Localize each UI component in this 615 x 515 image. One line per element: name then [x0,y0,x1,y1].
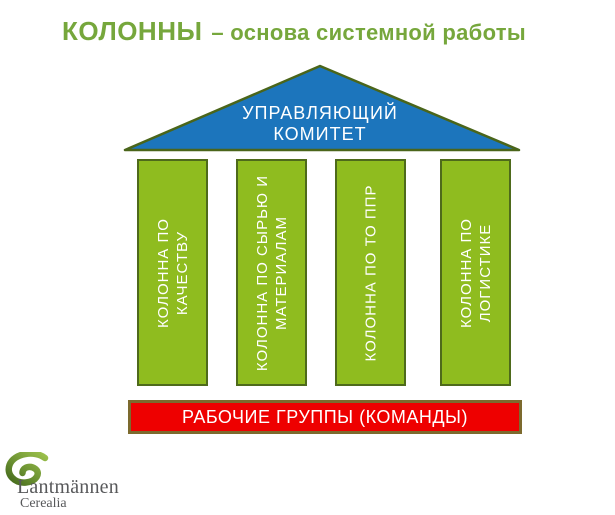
page-title: КОЛОННЫ – основа системной работы [62,14,526,48]
logo-subname: Cerealia [20,496,67,511]
column-logistics-label: КОЛОННА ПО ЛОГИСТИКЕ [457,162,495,384]
roof-label: УПРАВЛЯЮЩИЙ КОМИТЕТ [220,103,420,145]
lantmannen-swirl-icon [5,452,49,486]
column-quality-label: КОЛОННА ПО КАЧЕСТВУ [154,162,192,384]
column-to-ppr: КОЛОННА ПО ТО ППР [335,159,406,386]
page-title-rest: – основа системной работы [211,20,526,45]
column-quality-line1: КОЛОННА ПО [154,217,172,328]
logo: Lantmännen Cerealia [3,450,143,512]
roof-label-line2: КОМИТЕТ [273,124,367,144]
workgroups-bar-label: РАБОЧИЕ ГРУППЫ (КОМАНДЫ) [182,406,468,427]
column-logistics-line1: КОЛОННА ПО [457,217,475,328]
roof-triangle [123,64,521,152]
column-materials: КОЛОННА ПО СЫРЬЮ И МАТЕРИАЛАМ [236,159,307,386]
column-materials-label: КОЛОННА ПО СЫРЬЮ И МАТЕРИАЛАМ [253,162,291,384]
workgroups-bar: РАБОЧИЕ ГРУППЫ (КОМАНДЫ) [128,400,522,434]
column-materials-line1: КОЛОННА ПО СЫРЬЮ И [253,174,271,371]
column-quality-line2: КАЧЕСТВУ [173,230,191,315]
column-to-ppr-label: КОЛОННА ПО ТО ППР [361,162,380,384]
column-logistics-line2: ЛОГИСТИКЕ [476,223,494,322]
column-quality: КОЛОННА ПО КАЧЕСТВУ [137,159,208,386]
column-materials-line2: МАТЕРИАЛАМ [272,215,290,330]
logo-name: Lantmännen [17,476,119,498]
column-logistics: КОЛОННА ПО ЛОГИСТИКЕ [440,159,511,386]
page-title-main: КОЛОННЫ [62,16,203,46]
roof-label-line1: УПРАВЛЯЮЩИЙ [242,103,398,123]
column-to-ppr-line1: КОЛОННА ПО ТО ППР [362,184,379,361]
